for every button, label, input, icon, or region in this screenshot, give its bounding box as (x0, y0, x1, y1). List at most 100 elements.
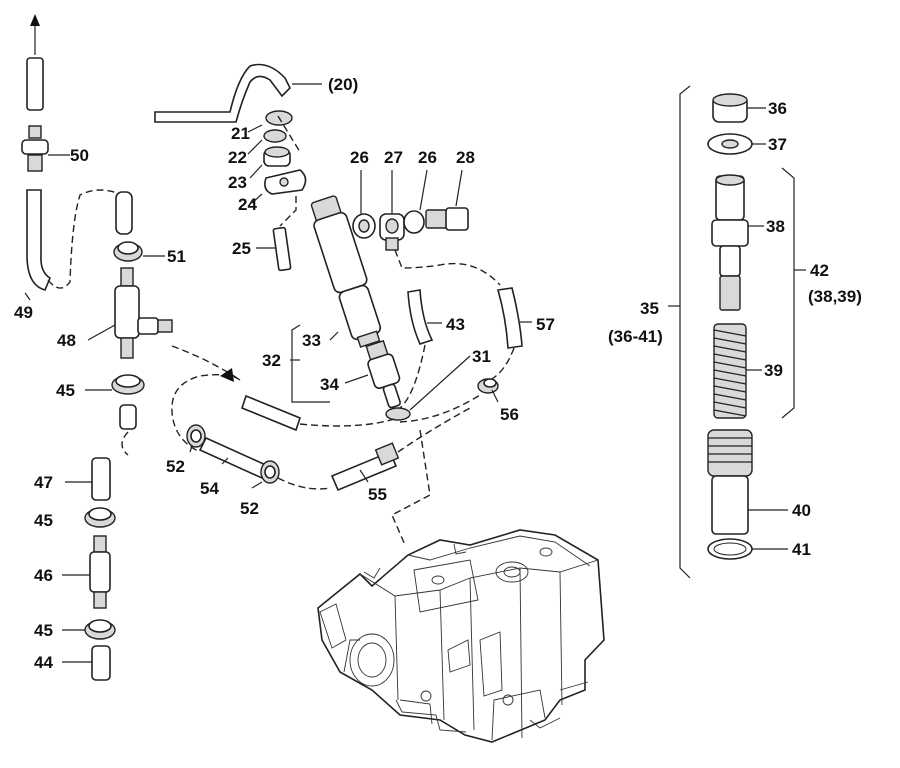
label-26-a: 26 (350, 148, 369, 167)
part-50 (21, 125, 70, 172)
connection-dashed (121, 431, 129, 456)
part-31-washer (385, 407, 411, 421)
part-51 (113, 191, 165, 262)
label-52-a: 52 (166, 457, 185, 476)
arrow-head-icon (30, 14, 40, 26)
label-56: 56 (500, 405, 519, 424)
pipe-top (26, 57, 44, 111)
injector-assembly (154, 63, 532, 546)
label-35: 35 (640, 299, 659, 318)
label-54: 54 (200, 479, 219, 498)
part-34 (365, 339, 401, 409)
part-25 (256, 226, 292, 272)
part-52-right (260, 460, 280, 484)
cylinder-head (317, 529, 605, 743)
label-36: 36 (768, 99, 787, 118)
part-57 (496, 287, 532, 349)
connection-dashed (47, 189, 123, 289)
part-56 (477, 378, 499, 403)
part-45-bottom (62, 619, 116, 640)
label-38: 38 (766, 217, 785, 236)
label-22: 22 (228, 148, 247, 167)
connection-dashed (277, 115, 301, 153)
part-55 (330, 442, 400, 492)
label-45-b: 45 (34, 511, 53, 530)
label-25: 25 (232, 239, 251, 258)
part-54 (198, 436, 270, 480)
label-42: 42 (810, 261, 829, 280)
part-37 (707, 133, 766, 155)
label-42-range: (38,39) (808, 287, 862, 306)
part-49 (24, 189, 52, 301)
part-36 (712, 93, 766, 123)
part-39-spring (713, 323, 762, 419)
part-45-top (85, 374, 145, 395)
part-46 (62, 535, 111, 609)
connection-dashed (277, 477, 331, 490)
label-43: 43 (446, 315, 465, 334)
connection-dashed (394, 249, 501, 286)
label-47: 47 (34, 473, 53, 492)
valve-kit-35 (668, 85, 806, 579)
label-21: 21 (231, 124, 250, 143)
label-45-c: 45 (34, 621, 53, 640)
label-34: 34 (320, 375, 339, 394)
bracket-42 (781, 167, 795, 419)
label-35-range: (36-41) (608, 327, 663, 346)
label-49: 49 (14, 303, 33, 322)
label-27: 27 (384, 148, 403, 167)
label-40: 40 (792, 501, 811, 520)
label-37: 37 (768, 135, 787, 154)
fuel-line-20 (154, 63, 291, 123)
connection-dashed (489, 347, 515, 381)
return-line-assembly (21, 14, 241, 681)
label-32: 32 (262, 351, 281, 370)
part-28-bolt (425, 207, 469, 231)
part-24 (251, 169, 307, 204)
label-45-a: 45 (56, 381, 75, 400)
part-23 (249, 146, 291, 179)
connection-dashed (279, 196, 297, 227)
label-23: 23 (228, 173, 247, 192)
label-52-b: 52 (240, 499, 259, 518)
label-50: 50 (70, 146, 89, 165)
part-52-left (186, 424, 206, 448)
connection-dashed (399, 344, 426, 409)
label-31: 31 (472, 347, 491, 366)
label-39: 39 (764, 361, 783, 380)
part-labels: (20) 21 22 23 24 25 26 27 26 28 31 32 33… (14, 75, 862, 672)
part-26-right (403, 210, 425, 234)
label-57: 57 (536, 315, 555, 334)
flow-arrow-icon (220, 368, 234, 382)
label-20: (20) (328, 75, 358, 94)
part-40 (707, 429, 788, 535)
connection-dashed (299, 417, 399, 427)
part-26-left (352, 213, 376, 239)
label-55: 55 (368, 485, 387, 504)
part-48 (87, 267, 173, 359)
part-41-oring (707, 538, 788, 560)
label-46: 46 (34, 566, 53, 585)
label-51: 51 (167, 247, 186, 266)
label-33: 33 (302, 331, 321, 350)
hose-piece (119, 404, 137, 430)
part-33-injector (310, 195, 382, 348)
part-27 (379, 213, 405, 251)
part-47 (65, 457, 111, 501)
part-38 (711, 174, 764, 311)
label-28: 28 (456, 148, 475, 167)
label-44: 44 (34, 653, 53, 672)
label-41: 41 (792, 540, 811, 559)
bracket-32 (291, 324, 330, 403)
part-44 (62, 645, 111, 681)
label-24: 24 (238, 195, 257, 214)
part-43 (407, 289, 442, 345)
part-45-mid (84, 507, 116, 528)
connection-dashed (391, 429, 431, 546)
part-22 (263, 129, 287, 143)
hose-tube (241, 394, 301, 432)
bracket-35 (679, 85, 691, 579)
label-26-b: 26 (418, 148, 437, 167)
label-48: 48 (57, 331, 76, 350)
